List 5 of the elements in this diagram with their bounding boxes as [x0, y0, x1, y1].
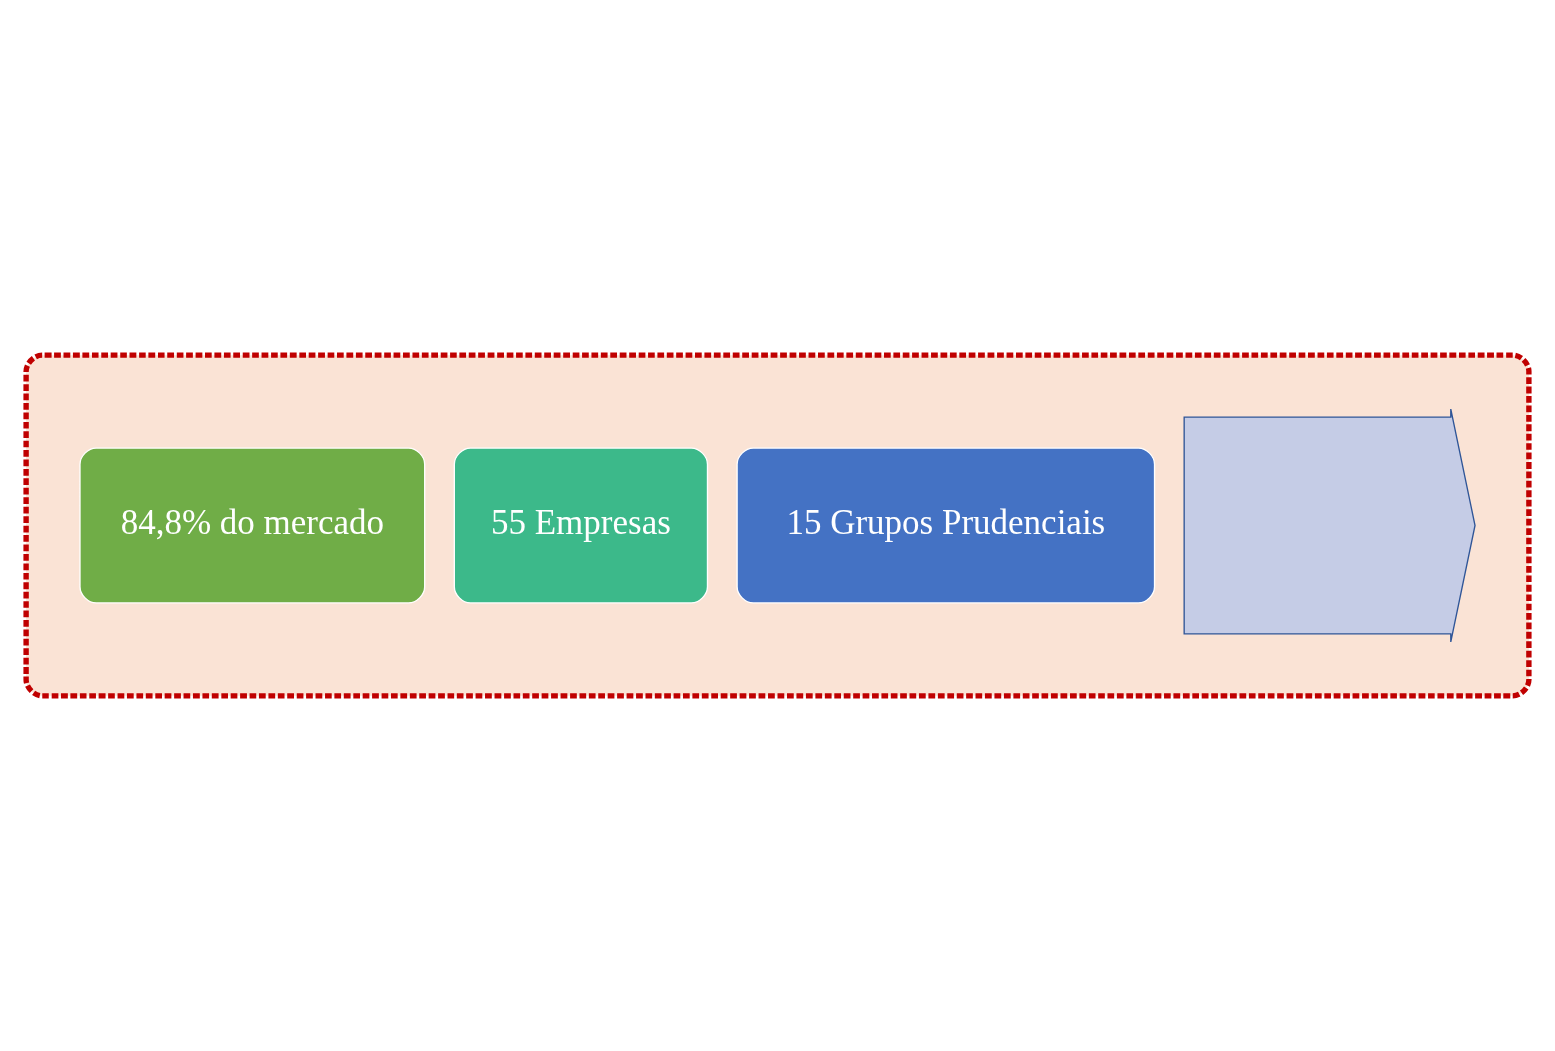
- node-arrow: [1183, 408, 1476, 643]
- node-box: 15 Grupos Prudenciais: [736, 447, 1156, 604]
- cluster: [23, 352, 1532, 699]
- node-box: 84,8% do mercado: [79, 447, 426, 604]
- node-box: 55 Empresas: [453, 447, 709, 604]
